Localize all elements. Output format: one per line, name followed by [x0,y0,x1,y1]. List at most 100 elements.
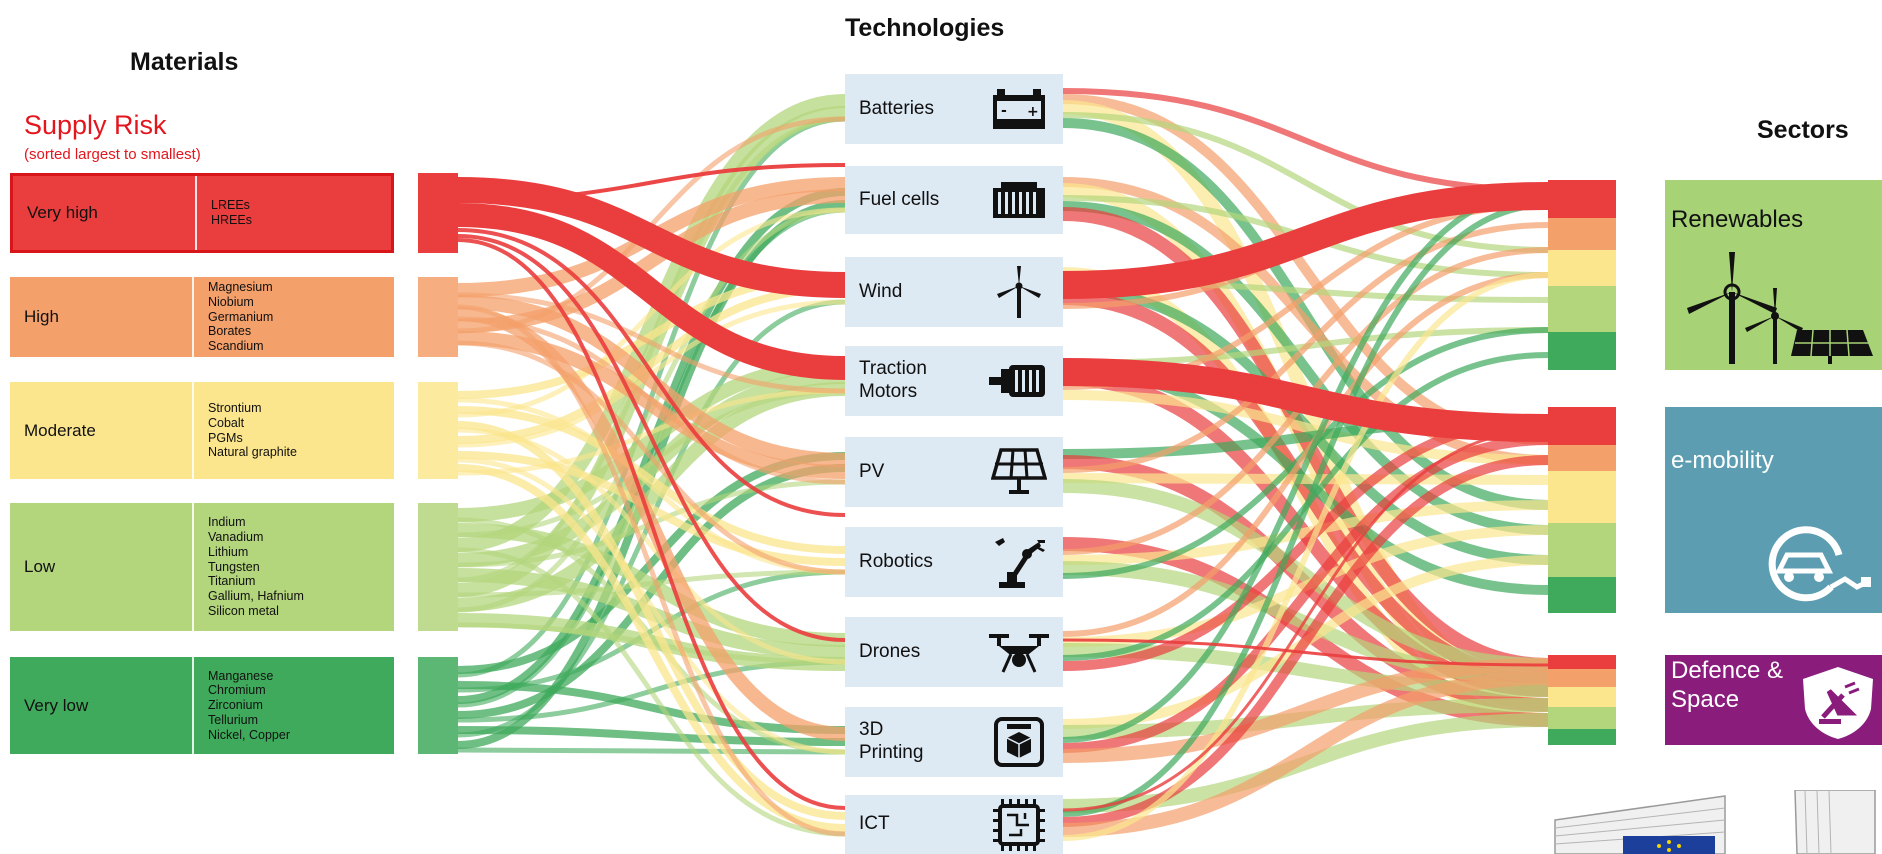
flow-ribbon [457,295,846,467]
flow-ribbon [1062,500,1549,565]
flow-ribbon [457,234,846,642]
tech-label: Fuel cells [859,188,940,210]
material-name: LREEs [211,198,250,213]
sector-label: Renewables [1671,206,1804,233]
material-name: Manganese [208,668,274,683]
defence-risk-bar [1548,655,1616,745]
tech-box-robotics: Robotics [845,527,1063,597]
robot-arm-icon [989,534,1049,590]
material-name: Silicon metal [208,603,279,618]
sector-label: Defence & Space [1671,657,1784,713]
materials-header: Materials [130,48,239,76]
flow-ribbon [1062,479,1549,672]
flow-source-stub [418,173,458,253]
risk-materials: LREEs HREEs [197,176,391,250]
flow-ribbon [457,421,846,820]
tech-label: Batteries [859,97,934,119]
material-name: Titanium [208,574,256,589]
tech-box-wind: Wind [845,257,1063,327]
risk-label: Moderate [10,382,194,479]
risk-box-low: Low Indium Vanadium Lithium Tungsten Tit… [10,503,394,631]
flow-ribbon [1062,202,1549,817]
tech-label: Wind [859,280,903,302]
flow-ribbon [457,397,846,575]
material-name: HREEs [211,213,252,227]
material-name: Cobalt [208,415,245,430]
flow-ribbon [457,427,846,665]
wind-turbine-icon [989,264,1049,320]
motor-icon [989,353,1049,409]
tech-box-3d-printing: 3D Printing [845,707,1063,777]
material-name: Germanium [208,309,274,324]
risk-label: Very low [10,657,194,754]
flow-ribbon [1062,473,1549,485]
fuel-cell-icon [989,172,1049,228]
svg-text:-: - [1001,103,1007,119]
flow-ribbon [1062,435,1549,753]
material-name: Tellurium [208,712,259,727]
tech-label: Drones [859,640,921,662]
material-name: Niobium [208,294,254,309]
flow-ribbon [1062,88,1549,193]
renewables-risk-bar [1548,180,1616,370]
tech-box-traction-motors: Traction Motors [845,346,1063,416]
flow-ribbon [457,238,846,810]
chip-icon [989,797,1049,853]
supply-risk-title: Supply Risk [24,110,167,140]
ec-building-logo [1554,790,1876,854]
material-name: Zirconium [208,698,263,713]
risk-label: Low [10,503,194,631]
flow-ribbon [457,569,846,693]
material-name: Natural graphite [208,445,297,460]
flow-ribbon [457,163,846,202]
flow-ribbon [457,331,846,479]
material-name: Nickel, Copper [208,727,290,742]
electric-car-icon [1768,526,1871,602]
flow-ribbon [457,292,846,394]
material-name: Gallium, Hafnium [208,589,304,604]
flow-ribbon [457,340,846,575]
battery-icon: -+ [989,81,1049,137]
flow-ribbon [457,94,846,552]
risk-box-moderate: Moderate Strontium Cobalt PGMs Natural g… [10,382,394,479]
emobility-risk-bar [1548,407,1616,613]
flow-source-stub [418,277,458,357]
tech-label: Traction Motors [859,358,927,402]
material-name: Tungsten [208,559,260,574]
flow-ribbon [1062,177,1549,465]
risk-box-high: High Magnesium Niobium Germanium Borates… [10,277,394,357]
risk-materials: Magnesium Niobium Germanium Borates Scan… [194,277,394,357]
material-name: Borates [208,324,252,339]
flow-ribbon [457,388,846,476]
risk-label: High [10,277,194,357]
material-name: Lithium [208,544,249,559]
3d-printer-icon [989,714,1049,770]
risk-box-very-low: Very low Manganese Chromium Zirconium Te… [10,657,394,754]
material-name: Indium [208,515,246,530]
svg-text:+: + [1027,104,1039,120]
flow-ribbon [457,203,846,380]
flow-ribbon [1062,658,1549,763]
material-name: PGMs [208,430,243,445]
flow-source-stub [418,382,458,479]
flow-ribbon [457,747,846,755]
flow-ribbon [1062,112,1549,253]
tech-box-ict: ICT [845,795,1063,854]
tech-box-batteries: Batteries -+ [845,74,1063,144]
flow-ribbon [457,457,846,755]
material-name: Strontium [208,401,262,415]
flow-ribbon [1062,272,1549,637]
flow-ribbon [457,106,846,597]
risk-box-very-high: Very high LREEs HREEs [10,173,394,253]
tech-label: 3D Printing [859,719,924,763]
tech-box-fuel-cells: Fuel cells [845,166,1063,234]
flow-ribbon [457,406,846,554]
risk-materials: Strontium Cobalt PGMs Natural graphite [194,382,394,479]
tech-box-pv: PV [845,437,1063,507]
material-name: Chromium [208,683,266,698]
flow-ribbon [457,284,846,444]
drone-icon [989,624,1049,680]
flow-ribbon [1062,182,1549,299]
flow-ribbon [1062,272,1549,841]
